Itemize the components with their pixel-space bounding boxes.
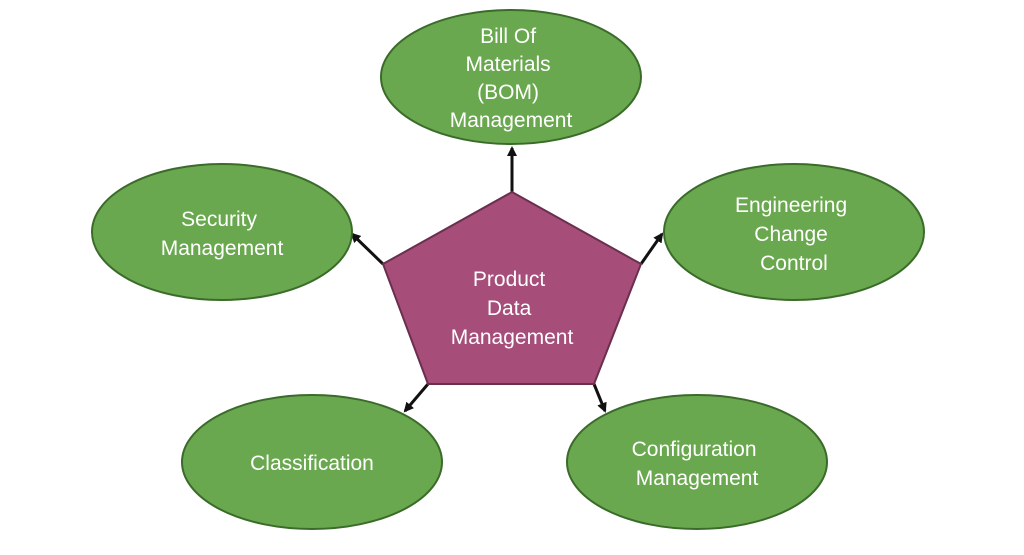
bom-line-4: Management (450, 109, 573, 132)
arrow-to-security-management (350, 232, 385, 266)
engineering-line-3: Control (760, 252, 828, 275)
configuration-line-1: Configuration (632, 438, 757, 461)
node-configuration-label: Configuration Management (632, 438, 763, 490)
bom-line-2: Materials (465, 53, 550, 76)
center-line-3: Management (451, 326, 574, 349)
arrow-to-configuration-management (592, 383, 607, 413)
engineering-line-2: Change (754, 223, 828, 246)
node-classification-label: Classification (250, 452, 374, 475)
security-line-2: Management (161, 237, 284, 260)
node-security-ellipse (91, 163, 353, 301)
node-configuration-management: Configuration Management (566, 394, 828, 530)
bom-line-1: Bill Of (480, 25, 536, 48)
configuration-line-2: Management (636, 467, 759, 490)
arrow-to-engineering-change-control (639, 232, 664, 265)
node-bom-ellipse (380, 9, 642, 145)
center-line-1: Product (473, 268, 546, 291)
node-engineering-change-control: Engineering Change Control (663, 163, 925, 301)
bom-line-3: (BOM) (477, 81, 539, 104)
node-engineering-label: Engineering Change Control (735, 194, 853, 275)
node-bom-management: Bill Of Materials (BOM) Management (380, 9, 642, 145)
node-security-label: Security Management (161, 208, 284, 260)
node-bom-label: Bill Of Materials (BOM) Management (450, 25, 573, 132)
node-engineering-ellipse (663, 163, 925, 301)
center-node-product-data-management: Product Data Management (381, 190, 643, 385)
security-line-1: Security (181, 208, 257, 231)
node-security-management: Security Management (91, 163, 353, 301)
center-line-2: Data (487, 297, 532, 320)
arrow-to-classification (403, 383, 430, 413)
node-configuration-ellipse (566, 394, 828, 530)
node-classification: Classification (181, 394, 443, 530)
center-pentagon (381, 190, 643, 385)
engineering-line-1: Engineering (735, 194, 847, 217)
center-label: Product Data Management (451, 268, 574, 349)
node-classification-ellipse (181, 394, 443, 530)
classification-line-1: Classification (250, 452, 374, 475)
